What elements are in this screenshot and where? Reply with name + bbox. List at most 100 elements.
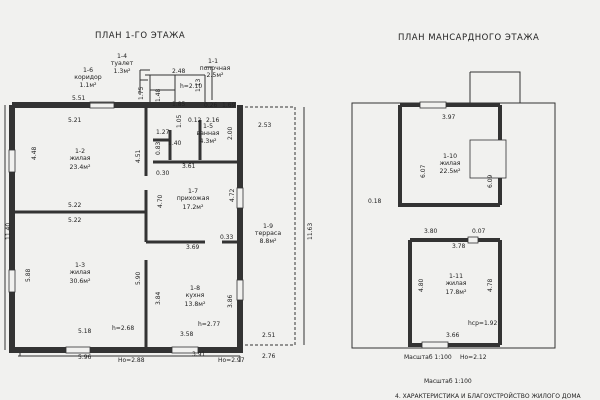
dim-4-48: 4.48	[31, 146, 38, 160]
first-floor-interior-walls	[12, 108, 240, 350]
dim-2-51: 2.51	[262, 332, 276, 339]
room-1-9-number: 1-9	[263, 223, 273, 230]
section-title: 4. ХАРАКТЕРИСТИКА И БЛАГОУСТРОЙСТВО ЖИЛО…	[395, 393, 582, 400]
attic-labels: ПЛАН МАНСАРДНОГО ЭТАЖА 1-10 жилая 22.5м²…	[368, 33, 539, 339]
dim-2-48: 2.48	[172, 68, 186, 75]
room-1-3-name: жилая	[69, 269, 90, 276]
room-1-9-name: терраса	[255, 230, 281, 237]
room-1-2-number: 1-2	[75, 148, 85, 155]
room-1-2-name: жилая	[69, 155, 90, 162]
dim-h-2-77: h=2.77	[198, 321, 220, 328]
room-1-8-name: кухня	[186, 292, 205, 299]
attic-roof-box	[469, 71, 521, 103]
dim-0-30: 0.30	[156, 170, 170, 177]
dim-0-12: 0.12	[188, 117, 202, 124]
room-1-5-name: ванная	[196, 130, 219, 137]
dim-ho-2-97: Ho=2.97	[218, 357, 245, 364]
attic-dim-6-09: 6.09	[487, 174, 494, 188]
attic-window-top	[419, 101, 447, 109]
window-right-kitchen	[236, 279, 244, 301]
attic-dim-hcp-1-92: hcp=1.92	[468, 320, 497, 327]
dim-3-58: 3.58	[180, 331, 194, 338]
dim-5-21: 5.21	[68, 117, 82, 124]
dim-1-85: 1.85	[172, 101, 186, 108]
dim-3-86: 3.86	[227, 294, 234, 308]
terrace-outline	[240, 106, 296, 346]
dim-0-33: 0.33	[220, 234, 234, 241]
dim-3-69: 3.69	[186, 244, 200, 251]
bathroom-block-outline	[145, 74, 206, 108]
dim-4-72: 4.72	[229, 188, 236, 202]
first-floor-plan	[4, 66, 305, 362]
attic-dim-4-80: 4.80	[418, 278, 425, 292]
attic-room-1-11-walls	[408, 238, 502, 347]
dimension-lines-first	[4, 102, 305, 362]
room-1-6-area: 1.1м²	[80, 82, 98, 89]
dim-4-51: 4.51	[135, 149, 142, 163]
room-1-5-area: 4.3м²	[200, 138, 218, 145]
dim-5-22-b: 5.22	[68, 217, 82, 224]
attic-dim-3-78: 3.78	[452, 243, 466, 250]
dim-5-18: 5.18	[78, 328, 92, 335]
room-1-8-number: 1-8	[190, 285, 200, 292]
dim-4-70: 4.70	[157, 194, 164, 208]
first-floor-title: ПЛАН 1-ГО ЭТАЖА	[95, 31, 185, 41]
attic-dim-3-97: 3.97	[442, 114, 456, 121]
room-1-3-number: 1-3	[75, 262, 85, 269]
attic-plan	[351, 71, 556, 349]
dim-2-16: 2.16	[206, 117, 220, 124]
window-left-lower	[8, 269, 16, 293]
attic-height: Hо=2.12	[460, 354, 487, 361]
dim-1-40: 1.40	[168, 140, 182, 147]
room-1-7-area: 17.2м²	[183, 204, 204, 211]
window-left-upper	[8, 149, 16, 173]
attic-door-gap	[467, 236, 479, 244]
room-1-5-number: 1-5	[203, 123, 213, 130]
room-1-1-area: 2.5м²	[207, 72, 225, 79]
attic-window-bottom	[421, 341, 449, 349]
room-1-7-number: 1-7	[188, 188, 198, 195]
attic-dim-6-07: 6.07	[420, 164, 427, 178]
dim-5-22-a: 5.22	[68, 202, 82, 209]
room-1-11-name: жилая	[445, 280, 466, 287]
dim-5-88: 5.88	[25, 268, 32, 282]
dim-0-26: 0.26	[204, 102, 218, 109]
dim-1-05: 1.05	[176, 114, 183, 128]
dim-h-2-10: h=2.10	[180, 83, 202, 90]
dim-2-76: 2.76	[262, 353, 276, 360]
roof-projection-lines	[139, 66, 213, 100]
dim-1-69: 1.69	[222, 102, 236, 109]
room-1-11-number: 1-11	[449, 273, 463, 280]
room-1-4-number: 1-4	[117, 53, 127, 60]
attic-scale: Масштаб 1:100	[404, 354, 452, 361]
dim-ho-2-88: Ho=2.88	[118, 357, 145, 364]
dim-1-48: 1.48	[155, 88, 162, 102]
dim-3-61: 3.61	[182, 163, 196, 170]
dim-h-2-68: h=2.68	[112, 325, 134, 332]
room-1-8-area: 13.8м²	[185, 301, 206, 308]
main-scale: Масштаб 1:100	[424, 378, 472, 385]
dim-2-53: 2.53	[258, 122, 272, 129]
room-1-3-area: 30.6м²	[70, 278, 91, 285]
room-1-4-name: туалет	[111, 60, 134, 67]
window-bottom-left	[65, 346, 91, 354]
room-1-10-name: жилая	[439, 160, 460, 167]
dim-3-91: 3.91	[192, 351, 206, 358]
window-bottom-kitchen	[171, 346, 199, 354]
dim-5-90: 5.90	[135, 271, 142, 285]
dim-1-13: 1.13	[195, 78, 202, 92]
room-1-6-number: 1-6	[83, 67, 93, 74]
window-top-left	[89, 101, 115, 109]
dim-2-00: 2.00	[227, 126, 234, 140]
first-floor-labels: ПЛАН 1-ГО ЭТАЖА 1-1 полочная 2.5м² 1-4 т…	[5, 31, 314, 364]
dim-0-83: 0.83	[155, 141, 162, 155]
attic-dim-3-66: 3.66	[446, 332, 460, 339]
attic-chimney-box	[469, 139, 507, 179]
attic-dim-3-80: 3.80	[424, 228, 438, 235]
attic-dim-0-18: 0.18	[368, 198, 382, 205]
dim-5-96: 5.96	[78, 354, 92, 361]
room-1-9-area: 8.8м²	[260, 238, 278, 245]
room-1-10-number: 1-10	[443, 153, 457, 160]
dim-1-75: 1.75	[138, 86, 145, 100]
